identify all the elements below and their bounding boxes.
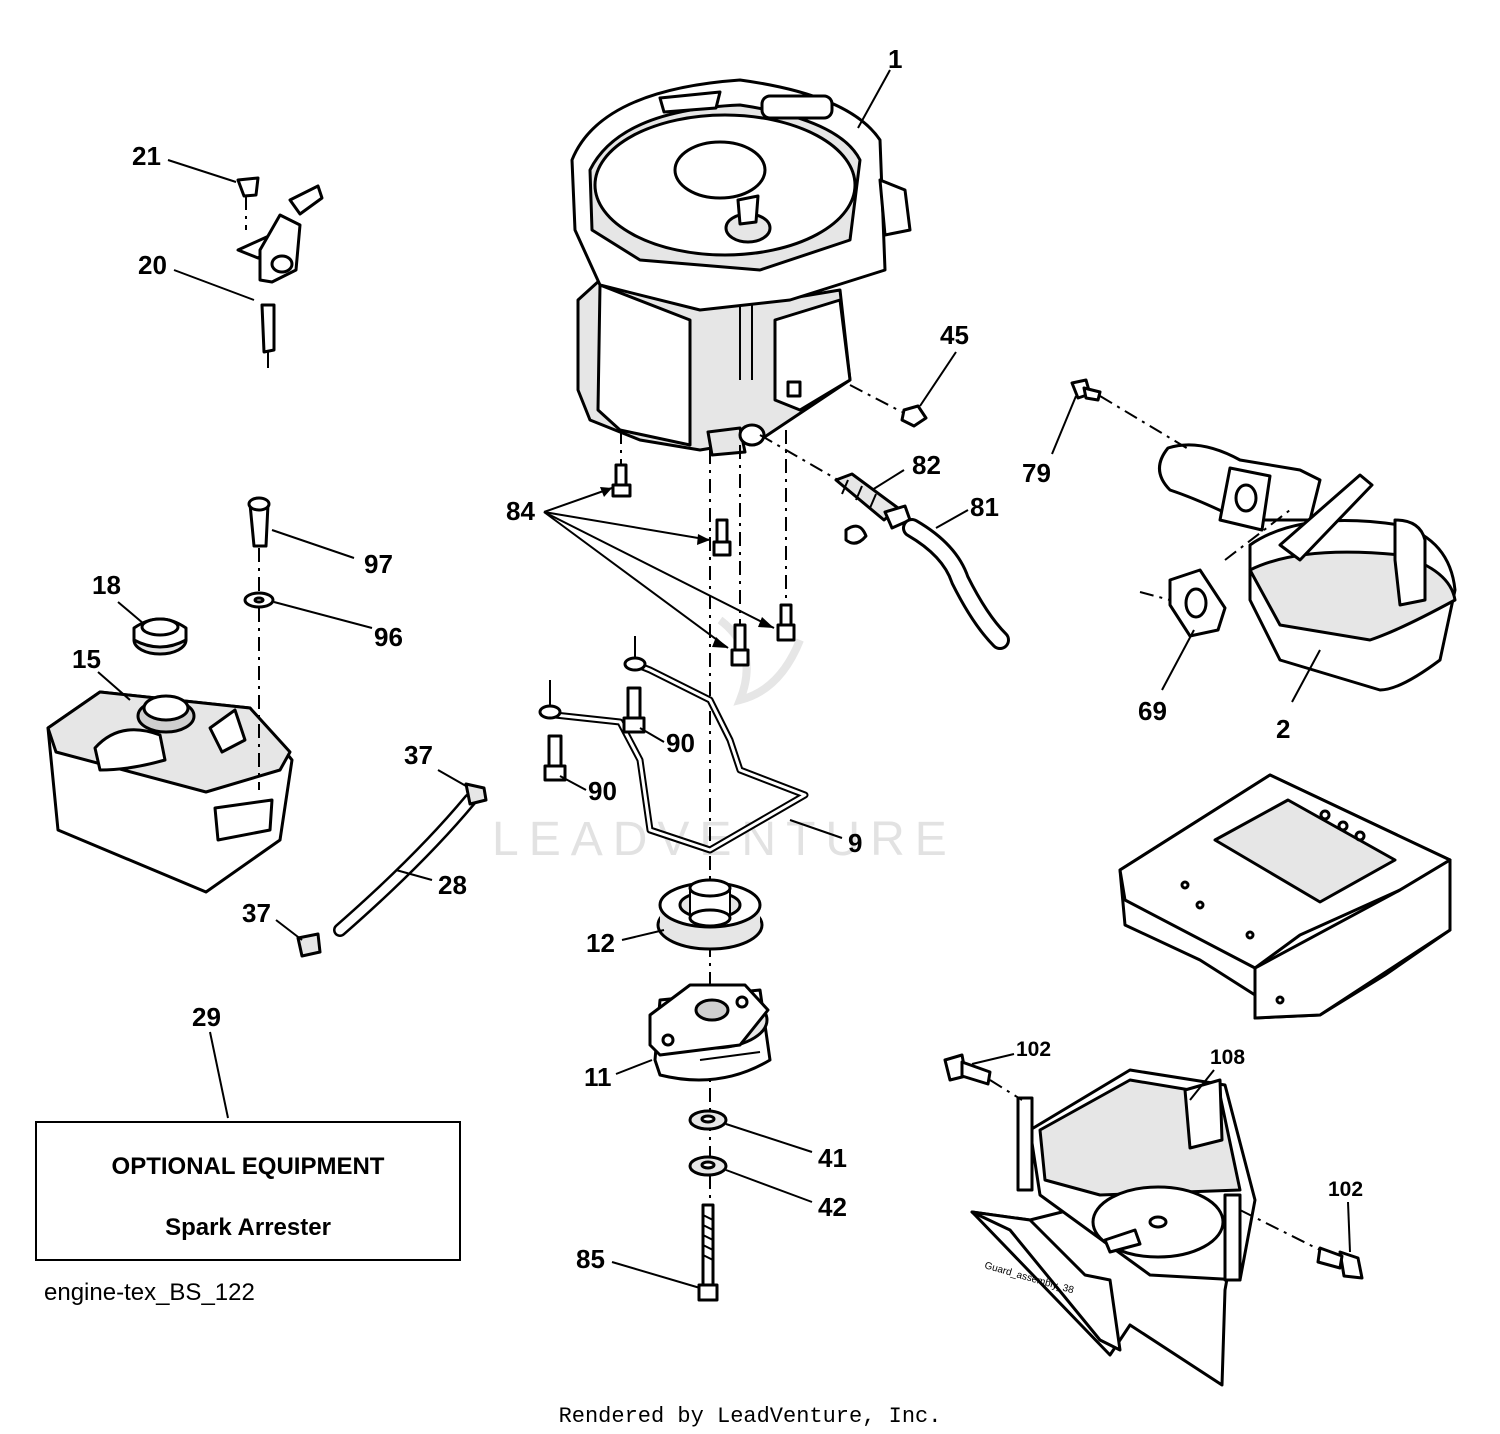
- watermark-text: LEADVENTURE: [492, 813, 957, 866]
- callout-102-left: 102: [1016, 1038, 1051, 1061]
- fuel-cap: [132, 617, 188, 656]
- optional-equipment-title: OPTIONAL EQUIPMENT: [112, 1153, 385, 1180]
- throttle-control: [236, 176, 324, 368]
- callout-1: 1: [888, 44, 902, 74]
- muffler-bracket: [538, 636, 809, 854]
- fuel-filter: [834, 472, 912, 545]
- callout-12: 12: [586, 928, 615, 958]
- callout-37-top: 37: [404, 740, 433, 770]
- callout-96: 96: [374, 622, 403, 652]
- callout-11: 11: [584, 1062, 612, 1092]
- bracket-bolts: [543, 686, 646, 782]
- callout-20: 20: [138, 250, 167, 280]
- callout-9: 9: [848, 828, 862, 858]
- watermark: LEADVENTURE: [492, 616, 957, 866]
- exhaust-gasket: [1139, 509, 1291, 638]
- engine-bolts: [611, 430, 796, 667]
- callout-90-upper: 90: [666, 728, 695, 758]
- callout-29: 29: [192, 1002, 221, 1032]
- leader-lines: [97, 69, 1351, 1289]
- optional-equipment-item: Spark Arrester: [165, 1214, 331, 1241]
- callout-97: 97: [364, 549, 393, 579]
- callout-82: 82: [912, 450, 941, 480]
- callout-2: 2: [1276, 714, 1290, 744]
- engine-pulley: [656, 878, 764, 951]
- nut: [849, 384, 928, 428]
- callout-102-right: 102: [1328, 1178, 1363, 1201]
- engine: [570, 78, 912, 457]
- callout-90-lower: 90: [588, 776, 617, 806]
- fuel-hose: [902, 518, 1010, 650]
- callout-69: 69: [1138, 696, 1167, 726]
- callout-45: 45: [940, 320, 969, 350]
- callout-84: 84: [506, 496, 535, 526]
- tank-screw-and-washer: [243, 496, 275, 790]
- optional-equipment-box: OPTIONAL EQUIPMENT Spark Arrester: [35, 1121, 461, 1261]
- fuel-line: [296, 782, 488, 958]
- callout-15: 15: [72, 644, 101, 674]
- engine-mounting-plate: [1118, 773, 1452, 1020]
- callout-81: 81: [970, 492, 999, 522]
- callout-18: 18: [92, 570, 121, 600]
- callout-labels: 1 2 9 11 12 15 18 20 21 28 29 37 37 41 4…: [72, 44, 1363, 1274]
- callout-37-bottom: 37: [242, 898, 271, 928]
- fuel-tank: [46, 690, 294, 894]
- clutch-guard: Guard_assembly_38: [970, 1068, 1257, 1387]
- callout-28: 28: [438, 870, 467, 900]
- callout-41: 41: [818, 1143, 847, 1173]
- clutch-bolt: [697, 1203, 719, 1302]
- diagram-code: engine-tex_BS_122: [44, 1279, 255, 1306]
- washers: [688, 1109, 728, 1177]
- guard-bolts: [943, 1053, 1364, 1280]
- callout-21: 21: [132, 141, 161, 171]
- pto-clutch: [648, 983, 772, 1082]
- footer-credit: Rendered by LeadVenture, Inc.: [559, 1404, 942, 1429]
- callout-42: 42: [818, 1192, 847, 1222]
- callout-85: 85: [576, 1244, 605, 1274]
- callout-79: 79: [1022, 458, 1051, 488]
- muffler: [1158, 443, 1457, 692]
- callout-108: 108: [1210, 1046, 1245, 1069]
- muffler-bolt: [1070, 378, 1191, 451]
